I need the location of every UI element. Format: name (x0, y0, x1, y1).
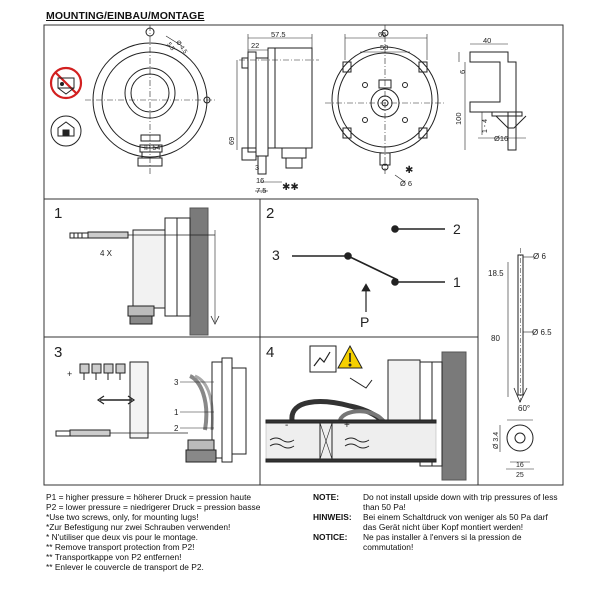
dim-40: 40 (483, 36, 491, 45)
step-4-number: 4 (266, 344, 274, 361)
page-title: MOUNTING/EINBAU/MONTAGE (46, 10, 205, 22)
notes-right: NOTE: Do not install upside down with tr… (313, 492, 561, 552)
step-3-plus: + (67, 369, 72, 379)
note-text: Ne pas installer à l'envers si la pressi… (363, 532, 522, 552)
screw-count-label: 4 X (100, 249, 113, 258)
probe-rod-drawing (499, 248, 534, 470)
note-fr: NOTICE: Ne pas installer à l'envers si l… (313, 532, 561, 552)
step-1-drawing (69, 207, 220, 336)
note-line: *Zur Befestigung nur zwei Schrauben verw… (46, 522, 231, 532)
side-view-drawing (239, 47, 319, 175)
step-3-drawing (55, 357, 247, 463)
rear-view-dims (344, 34, 428, 183)
dim-575: 57.5 (271, 30, 286, 39)
rod-dim-80: 80 (491, 334, 500, 343)
note-line: *Use two screws, only, for mounting lugs… (46, 512, 199, 522)
step-4-plus: + (344, 420, 350, 431)
dim-6: 6 (458, 70, 467, 74)
ip-rating-label: IP 54 (144, 145, 160, 152)
dim-d55: 5.5 (165, 42, 175, 53)
rear-view-drawing (325, 25, 445, 175)
note-line: * N'utiliser que deux vis pour le montag… (46, 532, 198, 542)
dim-69: 69 (227, 137, 236, 145)
note-key: NOTE: (313, 492, 340, 502)
step-2-number: 2 (266, 205, 274, 222)
dim-65: 65 (378, 30, 386, 39)
step-3-number: 3 (54, 344, 62, 361)
correct-mount-icon (50, 115, 82, 147)
pressure-label: P (360, 314, 369, 330)
notes-left: P1 = higher pressure = höherer Druck = p… (46, 492, 260, 572)
double-star-mark: ✱✱ (282, 182, 299, 193)
note-text: Bei einem Schaltdruck von weniger als 50… (363, 512, 548, 532)
wire-1-label: 1 (174, 408, 179, 417)
dim-16: 16 (256, 176, 264, 185)
rod-dim-16: 16 (516, 462, 524, 469)
side-view-dims (236, 34, 313, 192)
note-text: Do not install upside down with trip pre… (363, 492, 558, 512)
note-line: P1 = higher pressure = höherer Druck = p… (46, 492, 252, 502)
dim-22: 22 (251, 41, 259, 50)
dim-3: 3 (255, 163, 259, 172)
wire-2-label: 2 (174, 424, 179, 433)
note-line: P2 = lower pressure = niedrigerer Druck … (46, 502, 261, 512)
rod-dim-d6: Ø 6 (533, 252, 546, 261)
front-view-drawing (85, 25, 215, 175)
dim-100: 100 (454, 112, 463, 125)
terminal-2-label: 2 (453, 221, 461, 237)
note-de: HINWEIS: Bei einem Schaltdruck von wenig… (313, 512, 561, 532)
dim-50: 50 (380, 43, 388, 52)
note-key: HINWEIS: (313, 512, 352, 522)
step-4-minus: - (285, 420, 288, 431)
dim-75: 7.5 (256, 186, 266, 195)
drawing-frame (43, 24, 564, 486)
note-key: NOTICE: (313, 532, 348, 542)
rod-dim-60: 60° (518, 404, 530, 413)
dim-d6: Ø 6 (400, 179, 412, 188)
step-4-drawing (265, 344, 467, 481)
bracket-dims (458, 43, 526, 150)
step-2-switch-diagram (292, 225, 445, 312)
rod-dim-d65: Ø 6.5 (532, 328, 552, 337)
dim-1-4: 1 - 4 (482, 119, 489, 133)
rod-dim-d34: Ø 3.4 (493, 432, 500, 449)
single-star-mark: ✱ (405, 165, 413, 176)
note-line: ** Enlever le couvercle de transport de … (46, 562, 204, 572)
step-1-number: 1 (54, 205, 62, 222)
dim-d16: Ø16 (494, 134, 508, 143)
note-line: ** Remove transport protection from P2! (46, 542, 195, 552)
rod-dim-25: 25 (516, 472, 524, 479)
no-upside-down-icon (49, 66, 83, 100)
terminal-3-label: 3 (272, 247, 280, 263)
rod-dim-185: 18.5 (488, 269, 504, 278)
note-line: ** Transportkappe von P2 entfernen! (46, 552, 182, 562)
bracket-drawing (469, 51, 527, 151)
terminal-1-label: 1 (453, 274, 461, 290)
dim-d45: Ø 4.5 (174, 40, 188, 56)
wire-3-label: 3 (174, 378, 179, 387)
note-en: NOTE: Do not install upside down with tr… (313, 492, 561, 512)
